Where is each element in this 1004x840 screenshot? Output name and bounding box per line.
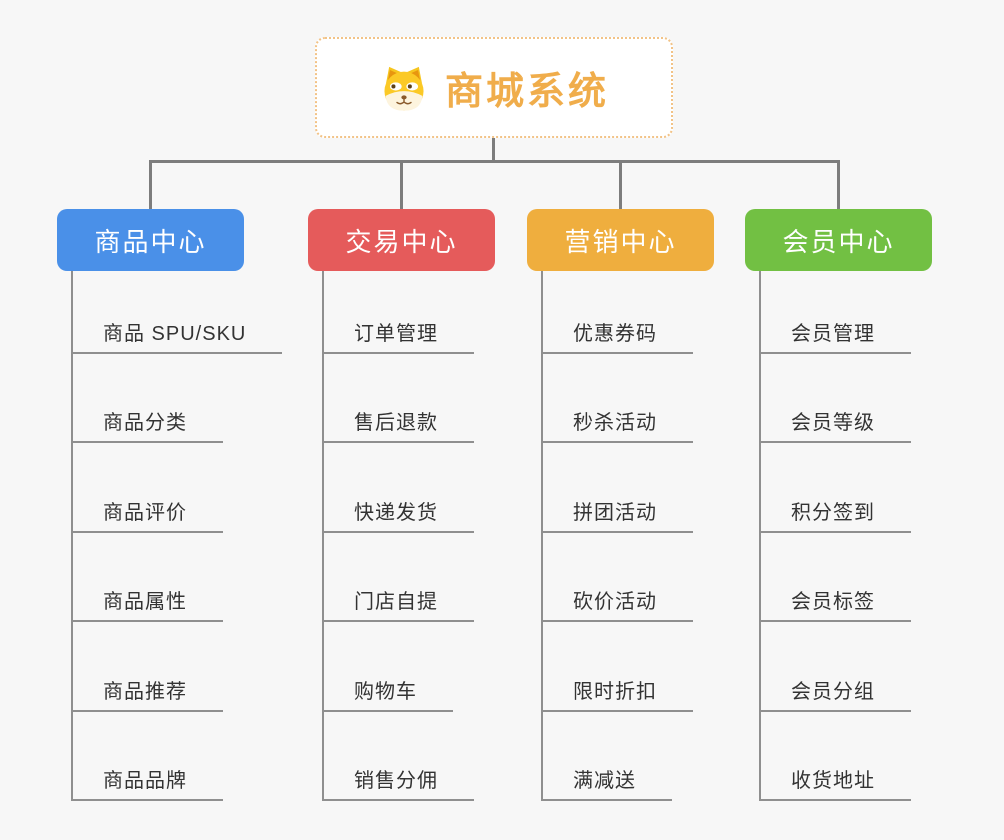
branch-node-trade-center[interactable]: 交易中心 [308, 209, 495, 271]
topic-item[interactable]: 门店自提 [324, 533, 474, 622]
topic-item[interactable]: 会员标签 [761, 533, 911, 622]
topic-item[interactable]: 会员等级 [761, 354, 911, 443]
topic-item-label: 砍价活动 [573, 591, 657, 613]
drop-line-marketing-center [619, 160, 622, 209]
topic-item[interactable]: 购物车 [324, 622, 453, 712]
topic-item[interactable]: 商品属性 [73, 533, 223, 622]
branch-label: 交易中心 [345, 226, 458, 257]
topic-item-label: 快递发货 [354, 501, 438, 524]
topic-item-label: 会员等级 [791, 412, 875, 434]
topic-item[interactable]: 秒杀活动 [543, 354, 693, 443]
topic-item[interactable]: 积分签到 [761, 443, 911, 533]
topic-item[interactable]: 商品品牌 [73, 712, 223, 801]
branch-rail-line [149, 160, 839, 163]
topic-item-label: 会员管理 [791, 322, 875, 345]
topic-item[interactable]: 收货地址 [761, 712, 911, 801]
branch-label: 商品中心 [94, 226, 207, 257]
branch-label: 会员中心 [782, 226, 895, 257]
root-title: 商城系统 [444, 71, 609, 113]
topic-item-label: 商品属性 [103, 591, 187, 613]
topic-item-label: 商品 SPU/SKU [103, 322, 247, 345]
topic-item[interactable]: 商品 SPU/SKU [73, 271, 283, 354]
topic-item[interactable]: 优惠券码 [543, 271, 693, 354]
children-column-product-center: 商品 SPU/SKU 商品分类 商品评价 商品属性 商品推荐 商品品牌 [71, 271, 321, 801]
drop-line-member-center [837, 160, 840, 209]
topic-item[interactable]: 砍价活动 [543, 533, 693, 622]
topic-item[interactable]: 满减送 [543, 712, 672, 801]
topic-item-label: 会员分组 [791, 680, 875, 703]
root-trunk-line [492, 138, 495, 161]
topic-item[interactable]: 快递发货 [324, 443, 474, 533]
children-column-member-center: 会员管理 会员等级 积分签到 会员标签 会员分组 收货地址 [759, 271, 1004, 801]
topic-item-label: 拼团活动 [573, 501, 657, 524]
topic-item[interactable]: 订单管理 [324, 271, 474, 354]
topic-item-label: 销售分佣 [354, 770, 438, 792]
topic-item-label: 满减送 [573, 770, 636, 792]
topic-item-label: 限时折扣 [573, 680, 657, 703]
topic-item[interactable]: 限时折扣 [543, 622, 693, 712]
topic-item-label: 商品评价 [103, 501, 187, 524]
topic-item-label: 购物车 [354, 680, 417, 703]
children-column-marketing-center: 优惠券码 秒杀活动 拼团活动 砍价活动 限时折扣 满减送 [541, 271, 791, 801]
root-topic[interactable]: 商城系统 [315, 37, 673, 138]
topic-item[interactable]: 会员分组 [761, 622, 911, 712]
topic-item-label: 会员标签 [791, 591, 875, 613]
topic-item[interactable]: 商品评价 [73, 443, 223, 533]
branch-label: 营销中心 [564, 226, 677, 257]
branch-node-product-center[interactable]: 商品中心 [57, 209, 244, 271]
topic-item[interactable]: 商品分类 [73, 354, 223, 443]
topic-item-label: 商品分类 [103, 412, 187, 434]
topic-item-label: 秒杀活动 [573, 412, 657, 434]
topic-item-label: 订单管理 [354, 322, 438, 345]
topic-item-label: 收货地址 [791, 770, 875, 792]
topic-item[interactable]: 售后退款 [324, 354, 474, 443]
drop-line-product-center [149, 160, 152, 209]
drop-line-trade-center [400, 160, 403, 209]
topic-item[interactable]: 拼团活动 [543, 443, 693, 533]
topic-item[interactable]: 商品推荐 [73, 622, 223, 712]
topic-item-label: 优惠券码 [573, 322, 657, 345]
topic-item-label: 门店自提 [354, 591, 438, 613]
topic-item-label: 商品推荐 [103, 680, 187, 703]
topic-item-label: 售后退款 [354, 412, 438, 434]
topic-item[interactable]: 销售分佣 [324, 712, 474, 801]
dog-face-icon [384, 66, 424, 111]
children-column-trade-center: 订单管理 售后退款 快递发货 门店自提 购物车 销售分佣 [322, 271, 572, 801]
topic-item-label: 积分签到 [791, 501, 875, 524]
branch-node-member-center[interactable]: 会员中心 [745, 209, 932, 271]
branch-node-marketing-center[interactable]: 营销中心 [527, 209, 714, 271]
topic-item[interactable]: 会员管理 [761, 271, 911, 354]
topic-item-label: 商品品牌 [103, 770, 187, 792]
